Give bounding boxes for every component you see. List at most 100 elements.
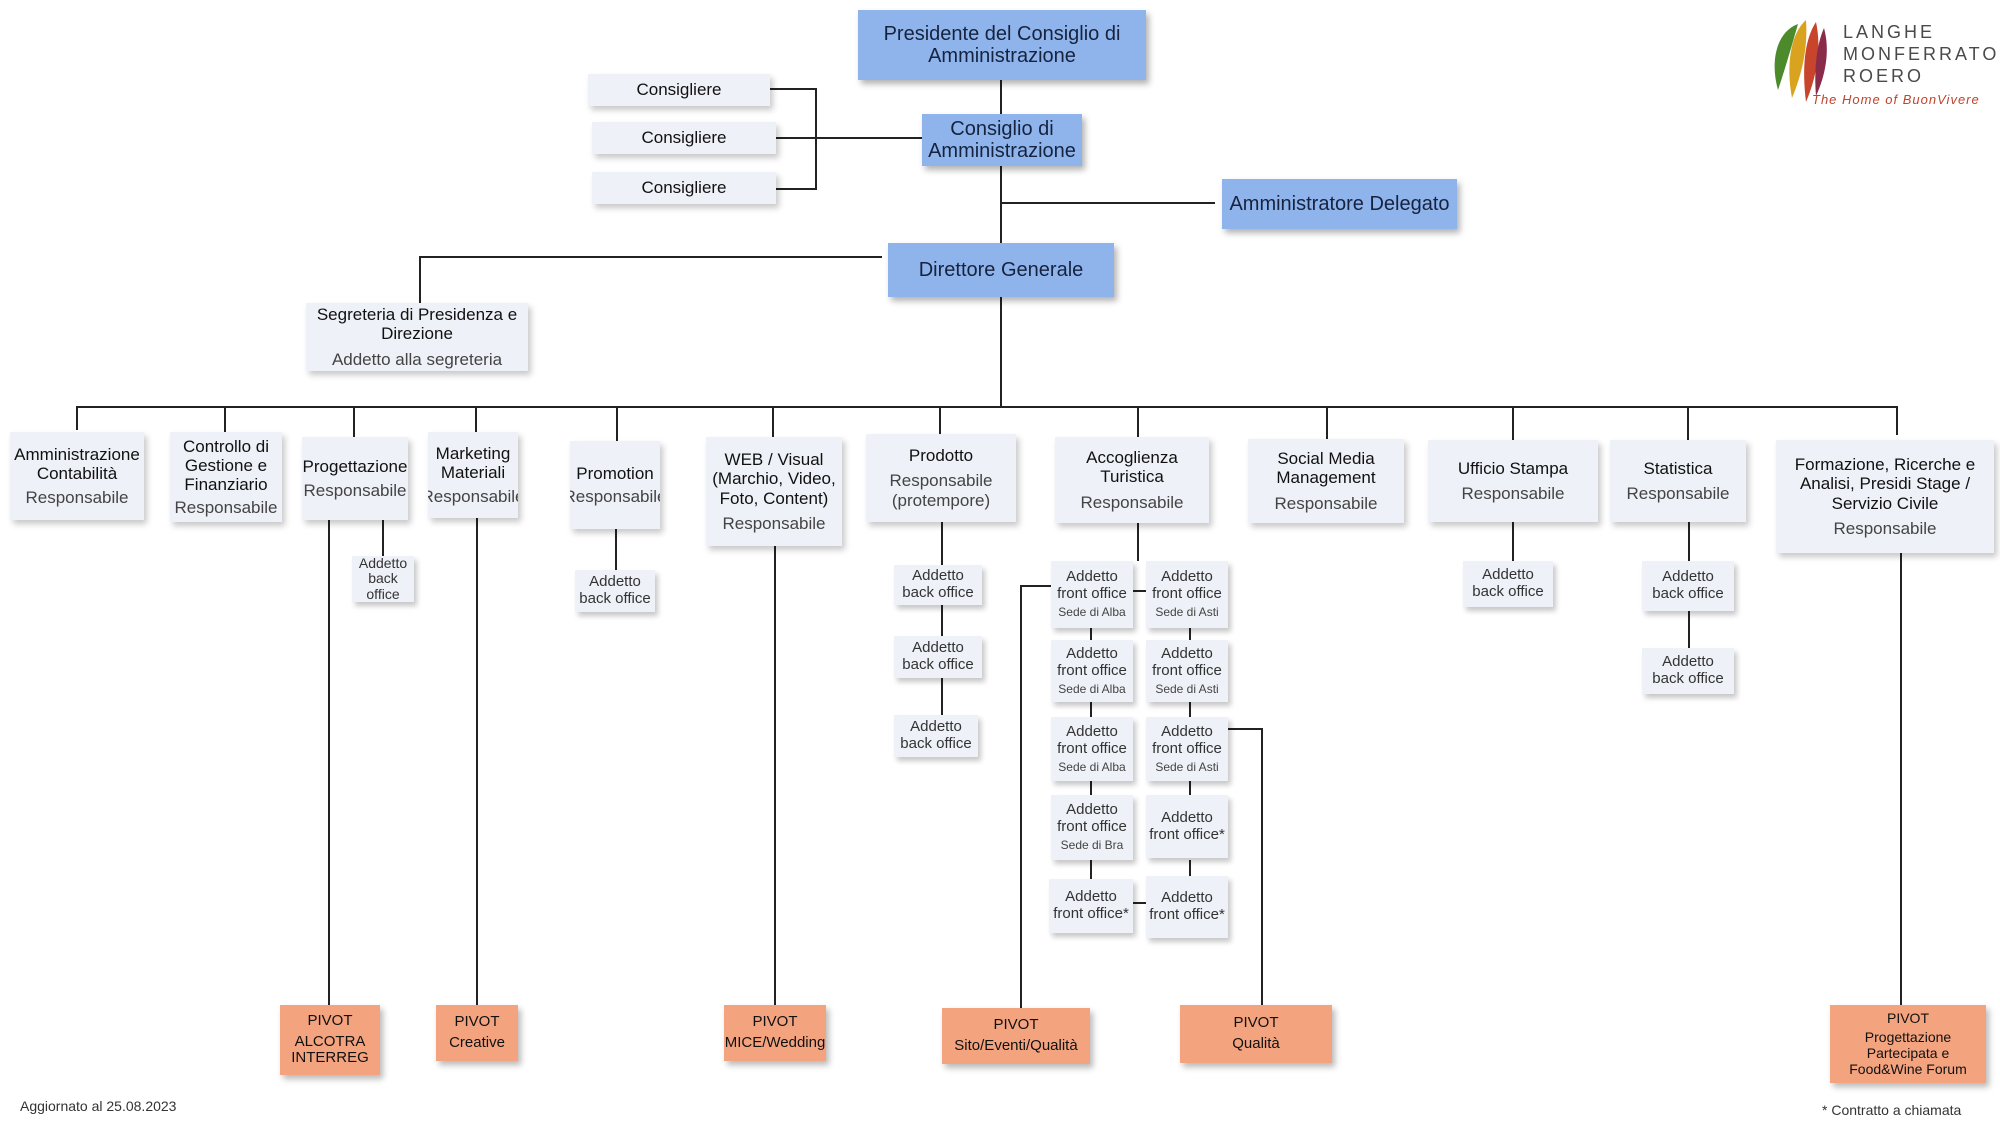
contract-note: * Contratto a chiamata bbox=[1822, 1102, 1962, 1118]
pivot-text: MICE/Wedding bbox=[724, 1034, 826, 1051]
pivot-text: Creative bbox=[449, 1034, 505, 1051]
logo-line-3: ROERO bbox=[1843, 66, 1925, 86]
staff-label: Addetto back office bbox=[1652, 568, 1724, 602]
dept-progettazione: Progettazione Responsabile bbox=[302, 437, 408, 520]
councillor-box-3: Consigliere bbox=[592, 172, 776, 204]
dept-role: Responsabile bbox=[303, 480, 407, 500]
staff-location: Sede di Asti bbox=[1155, 681, 1219, 696]
pivot-label: PIVOT bbox=[993, 1016, 1039, 1034]
dept-role: Responsabile bbox=[1274, 493, 1378, 513]
staff-label: Addetto back office bbox=[1472, 566, 1544, 600]
dept-role: Responsabile bbox=[1461, 484, 1565, 503]
staff-label: Addetto back office bbox=[1652, 653, 1724, 687]
pivot-mice-wedding: PIVOT MICE/Wedding bbox=[724, 1005, 826, 1061]
updated-date: Aggiornato al 25.08.2023 bbox=[20, 1098, 177, 1114]
staff-label: Addetto front office bbox=[1057, 644, 1127, 679]
secretariat-title: Segreteria di Presidenza e Direzione bbox=[316, 305, 518, 344]
staff-front-office-asti-1: Addetto front office Sede di Asti bbox=[1146, 561, 1228, 628]
dept-title: Formazione, Ricerche e Analisi, Presidi … bbox=[1794, 455, 1976, 513]
dept-role: Responsabile bbox=[174, 498, 278, 518]
staff-label: Addetto front office bbox=[1152, 568, 1222, 603]
staff-front-office-contract-1: Addetto front office* bbox=[1049, 879, 1133, 933]
pivot-label: PIVOT bbox=[1886, 1009, 1929, 1026]
dept-role: Responsabile bbox=[25, 487, 129, 507]
dept-title: Statistica bbox=[1643, 458, 1713, 478]
dept-accoglienza-turistica: Accoglienza Turistica Responsabile bbox=[1055, 437, 1209, 523]
dept-promotion: Promotion Responsabile bbox=[570, 441, 660, 529]
dept-title: Prodotto bbox=[908, 446, 974, 466]
councillor-label: Consigliere bbox=[636, 80, 722, 100]
staff-label: Addetto back office bbox=[358, 556, 408, 602]
logo-line-2: MONFERRATO bbox=[1843, 44, 2000, 64]
staff-statistica-back-office-1: Addetto back office bbox=[1642, 561, 1734, 611]
staff-label: Addetto front office bbox=[1057, 568, 1127, 603]
dept-title: Social Media Management bbox=[1276, 449, 1376, 488]
pivot-label: PIVOT bbox=[1233, 1014, 1279, 1032]
staff-location: Sede di Bra bbox=[1060, 838, 1124, 853]
staff-label: Addetto back office bbox=[900, 718, 972, 752]
staff-label: Addetto front office* bbox=[1149, 889, 1225, 923]
staff-prodotto-back-office-3: Addetto back office bbox=[894, 715, 978, 757]
staff-front-office-bra: Addetto front office Sede di Bra bbox=[1051, 795, 1133, 860]
staff-progettazione-back-office: Addetto back office bbox=[352, 556, 414, 602]
pivot-sito-eventi-qualita: PIVOT Sito/Eventi/Qualità bbox=[942, 1008, 1090, 1064]
dept-prodotto: Prodotto Responsabile (protempore) bbox=[866, 434, 1016, 522]
dept-role: Responsabile bbox=[1833, 518, 1937, 538]
dept-social-media: Social Media Management Responsabile bbox=[1248, 439, 1404, 523]
pivot-text: Progettazione Partecipata e Food&Wine Fo… bbox=[1849, 1029, 1967, 1077]
staff-front-office-contract-2: Addetto front office* bbox=[1146, 795, 1228, 858]
staff-label: Addetto front office bbox=[1152, 722, 1222, 757]
councillor-label: Consigliere bbox=[641, 178, 727, 198]
dept-title: Promotion bbox=[576, 463, 654, 483]
dept-amministrazione: Amministrazione Contabilità Responsabile bbox=[10, 432, 144, 520]
director-title: Direttore Generale bbox=[918, 258, 1084, 281]
dept-title: Accoglienza Turistica bbox=[1086, 448, 1178, 487]
staff-location: Sede di Alba bbox=[1058, 759, 1126, 774]
dept-statistica: Statistica Responsabile bbox=[1610, 440, 1746, 522]
dept-ufficio-stampa: Ufficio Stampa Responsabile bbox=[1428, 440, 1598, 522]
dept-title: Progettazione bbox=[302, 457, 408, 477]
staff-promotion-back-office: Addetto back office bbox=[575, 570, 655, 612]
pivot-text: Qualità bbox=[1232, 1035, 1280, 1052]
councillor-label: Consigliere bbox=[641, 128, 727, 148]
staff-prodotto-back-office-1: Addetto back office bbox=[894, 565, 982, 605]
president-title: Presidente del Consiglio di Amministrazi… bbox=[883, 22, 1121, 67]
dept-role: Responsabile bbox=[1626, 484, 1730, 503]
staff-label: Addetto front office* bbox=[1149, 808, 1225, 843]
staff-label: Addetto back office bbox=[579, 573, 651, 607]
council-title: Consiglio di Amministrazione bbox=[928, 117, 1076, 162]
staff-front-office-alba-1: Addetto front office Sede di Alba bbox=[1051, 561, 1133, 628]
dept-web-visual: WEB / Visual (Marchio, Video, Foto, Cont… bbox=[706, 437, 842, 546]
president-box: Presidente del Consiglio di Amministrazi… bbox=[858, 10, 1146, 80]
pivot-progettazione-partecipata: PIVOT Progettazione Partecipata e Food&W… bbox=[1830, 1005, 1986, 1083]
staff-front-office-alba-2: Addetto front office Sede di Alba bbox=[1051, 640, 1133, 702]
ceo-title: Amministratore Delegato bbox=[1229, 192, 1450, 215]
councillor-box-2: Consigliere bbox=[592, 122, 776, 154]
staff-location: Sede di Asti bbox=[1155, 759, 1219, 774]
secretariat-box: Segreteria di Presidenza e Direzione Add… bbox=[306, 303, 528, 371]
staff-prodotto-back-office-2: Addetto back office bbox=[894, 636, 982, 678]
pivot-text: Sito/Eventi/Qualità bbox=[954, 1037, 1078, 1054]
dept-title: Amministrazione Contabilità bbox=[14, 445, 140, 484]
staff-label: Addetto front office* bbox=[1053, 888, 1129, 922]
councillor-box-1: Consigliere bbox=[588, 74, 770, 106]
staff-label: Addetto back office bbox=[902, 567, 974, 601]
council-box: Consiglio di Amministrazione bbox=[922, 114, 1082, 166]
staff-label: Addetto front office bbox=[1057, 801, 1127, 836]
director-box: Direttore Generale bbox=[888, 243, 1114, 297]
pivot-text: ALCOTRA INTERREG bbox=[291, 1032, 369, 1067]
pivot-label: PIVOT bbox=[454, 1013, 500, 1031]
pivot-qualita: PIVOT Qualità bbox=[1180, 1005, 1332, 1063]
dept-role: Responsabile bbox=[428, 486, 518, 506]
dept-controllo-gestione: Controllo di Gestione e Finanziario Resp… bbox=[170, 432, 282, 522]
dept-title: Controllo di Gestione e Finanziario bbox=[183, 436, 269, 494]
logo-tagline: The Home of BuonVivere bbox=[1812, 92, 1980, 107]
logo-line-1: LANGHE bbox=[1843, 22, 1936, 42]
secretariat-role: Addetto alla segreteria bbox=[331, 349, 503, 369]
staff-front-office-asti-3: Addetto front office Sede di Asti bbox=[1146, 717, 1228, 781]
staff-label: Addetto front office bbox=[1057, 722, 1127, 757]
staff-location: Sede di Alba bbox=[1058, 681, 1126, 696]
staff-stampa-back-office: Addetto back office bbox=[1463, 561, 1553, 607]
staff-front-office-contract-3: Addetto front office* bbox=[1146, 876, 1228, 938]
